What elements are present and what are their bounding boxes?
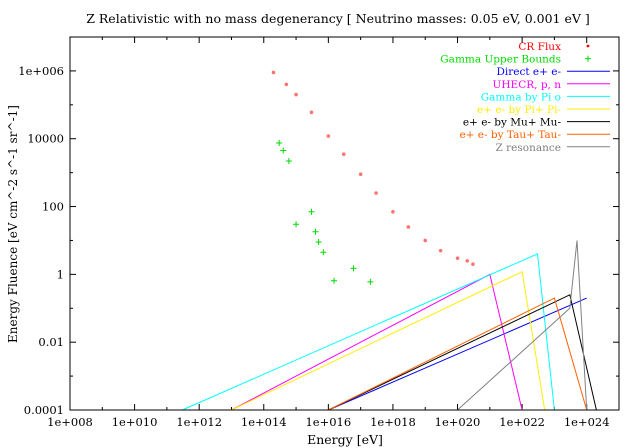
legend-label-z-resonance: Z resonance bbox=[496, 142, 561, 154]
y-tick-label: 10000 bbox=[27, 132, 64, 146]
legend-label-cr-flux: CR Flux bbox=[518, 41, 561, 53]
data-point-cr-flux bbox=[358, 172, 363, 176]
legend-swatch-gamma-upper-bounds bbox=[585, 55, 591, 62]
y-tick-label: 0.0001 bbox=[24, 403, 64, 417]
y-tick-label: 100 bbox=[42, 200, 64, 214]
x-tick-label: 1e+012 bbox=[176, 415, 222, 429]
data-point-cr-flux bbox=[326, 134, 331, 138]
x-tick-label: 1e+014 bbox=[241, 415, 287, 429]
data-point-cr-flux bbox=[471, 262, 475, 266]
legend-label-gamma-upper-bounds: Gamma Upper Bounds bbox=[440, 54, 561, 66]
data-point-cr-flux bbox=[284, 82, 289, 87]
series-line-e-e-by-pi-pi bbox=[231, 270, 546, 411]
data-point-cr-flux bbox=[438, 248, 443, 253]
data-point-cr-flux bbox=[455, 256, 460, 260]
data-point-cr-flux bbox=[374, 191, 378, 195]
data-point-gamma-upper-bounds bbox=[315, 239, 322, 246]
data-point-gamma-upper-bounds bbox=[293, 221, 300, 228]
y-tick-label: 1e+006 bbox=[18, 64, 64, 78]
data-point-cr-flux bbox=[406, 225, 411, 229]
x-tick-label: 1e+016 bbox=[305, 415, 351, 429]
data-point-gamma-upper-bounds bbox=[367, 278, 374, 285]
data-point-cr-flux bbox=[294, 92, 298, 97]
data-point-cr-flux bbox=[271, 70, 276, 75]
x-axis-label: Energy [eV] bbox=[307, 432, 383, 447]
x-tick-label: 1e+008 bbox=[47, 415, 93, 429]
x-tick-label: 1e+020 bbox=[435, 415, 481, 429]
data-point-cr-flux bbox=[309, 110, 314, 115]
data-point-gamma-upper-bounds bbox=[285, 158, 292, 165]
data-point-gamma-upper-bounds bbox=[331, 277, 338, 284]
x-tick-label: 1e+024 bbox=[564, 415, 610, 429]
legend-label-uhecr-p-n: UHECR, p, n bbox=[493, 79, 562, 91]
legend-label-e-e-by-mu-mu: e+ e- by Mu+ Mu- bbox=[463, 117, 562, 129]
legend-label-e-e-by-tau-tau: e+ e- by Tau+ Tau- bbox=[459, 129, 561, 141]
y-tick-label: 1 bbox=[57, 267, 64, 281]
data-point-gamma-upper-bounds bbox=[308, 208, 315, 215]
plot-frame bbox=[69, 36, 620, 411]
y-tick-label: 0.01 bbox=[38, 335, 64, 349]
legend-label-direct-e-e: Direct e+ e- bbox=[496, 66, 561, 78]
data-point-gamma-upper-bounds bbox=[276, 139, 283, 146]
series-line-e-e-by-tau-tau bbox=[328, 297, 588, 411]
series-line-z-resonance bbox=[457, 240, 588, 411]
legend-swatch-cr-flux bbox=[586, 44, 590, 48]
data-point-gamma-upper-bounds bbox=[320, 249, 327, 256]
plot-area: 1e+008 1e+010 1e+012 1e+014 1e+016 1e+018 1e+0… bbox=[18, 36, 619, 429]
series-line-direct-e-e bbox=[328, 297, 587, 411]
chart-title: Z Relativistic with no mass degenerancy … bbox=[86, 11, 590, 26]
y-axis-label: Energy Fluence [eV cm^-2 s^-1 sr^-1] bbox=[6, 105, 20, 343]
data-point-gamma-upper-bounds bbox=[350, 265, 357, 272]
legend-label-e-e-by-pi-pi: e+ e- by Pi+ Pi- bbox=[477, 104, 561, 116]
data-point-cr-flux bbox=[423, 238, 428, 243]
x-tick-label: 1e+022 bbox=[499, 415, 545, 429]
data-point-cr-flux bbox=[465, 259, 470, 263]
x-tick-label: 1e+018 bbox=[370, 415, 416, 429]
series-line-e-e-by-mu-mu bbox=[328, 294, 597, 411]
x-tick-label: 1e+010 bbox=[112, 415, 158, 429]
data-point-cr-flux bbox=[341, 152, 346, 156]
data-point-gamma-upper-bounds bbox=[280, 147, 287, 154]
series-line-gamma-by-pi-o bbox=[182, 253, 555, 411]
legend-label-gamma-by-pi-o: Gamma by Pi o bbox=[481, 91, 561, 103]
data-point-cr-flux bbox=[391, 209, 395, 214]
data-point-gamma-upper-bounds bbox=[312, 228, 319, 235]
